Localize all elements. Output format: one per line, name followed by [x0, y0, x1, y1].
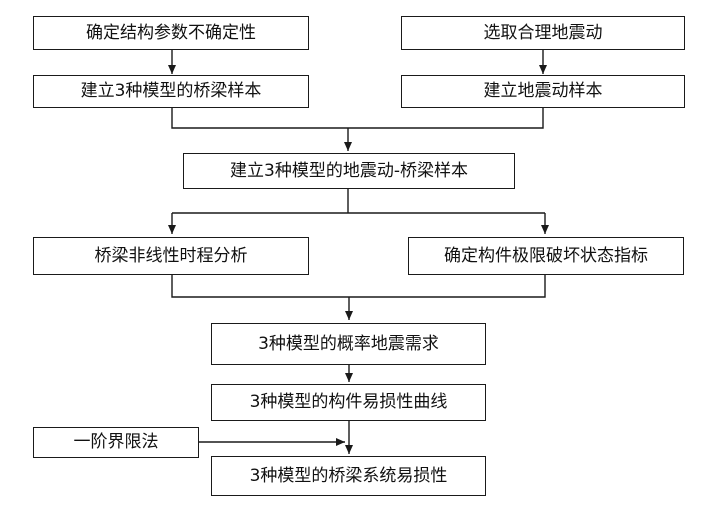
box-label: 3种模型的概率地震需求	[258, 333, 439, 354]
box-label: 3种模型的构件易损性曲线	[249, 392, 448, 412]
box-damage-state-index: 确定构件极限破坏状态指标	[408, 237, 684, 275]
box-label: 桥梁非线性时程分析	[94, 245, 248, 266]
box-label: 确定结构参数不确定性	[86, 22, 256, 43]
merge-bracket-middle	[171, 275, 546, 298]
box-nonlinear-time-history: 桥梁非线性时程分析	[33, 237, 309, 275]
box-first-order-bounds: 一阶界限法	[33, 427, 199, 458]
box-build-bridge-samples: 建立3种模型的桥梁样本	[33, 75, 309, 108]
merge-bracket-top	[171, 108, 544, 129]
box-component-fragility: 3种模型的构件易损性曲线	[211, 384, 486, 421]
box-build-ground-motion-samples: 建立地震动样本	[401, 75, 685, 108]
box-label: 建立地震动样本	[483, 81, 603, 101]
box-probabilistic-demand: 3种模型的概率地震需求	[211, 323, 486, 365]
box-label: 选取合理地震动	[483, 22, 603, 43]
box-select-ground-motion: 选取合理地震动	[401, 16, 685, 50]
box-label: 确定构件极限破坏状态指标	[444, 245, 648, 266]
box-label: 建立3种模型的桥梁样本	[80, 81, 262, 101]
box-label: 3种模型的桥梁系统易损性	[249, 465, 448, 486]
box-label: 一阶界限法	[73, 432, 159, 452]
box-system-fragility: 3种模型的桥梁系统易损性	[211, 456, 486, 496]
box-build-gm-bridge-samples: 建立3种模型的地震动-桥梁样本	[183, 153, 515, 189]
box-determine-uncertainty: 确定结构参数不确定性	[33, 16, 309, 50]
box-label: 建立3种模型的地震动-桥梁样本	[230, 160, 468, 181]
